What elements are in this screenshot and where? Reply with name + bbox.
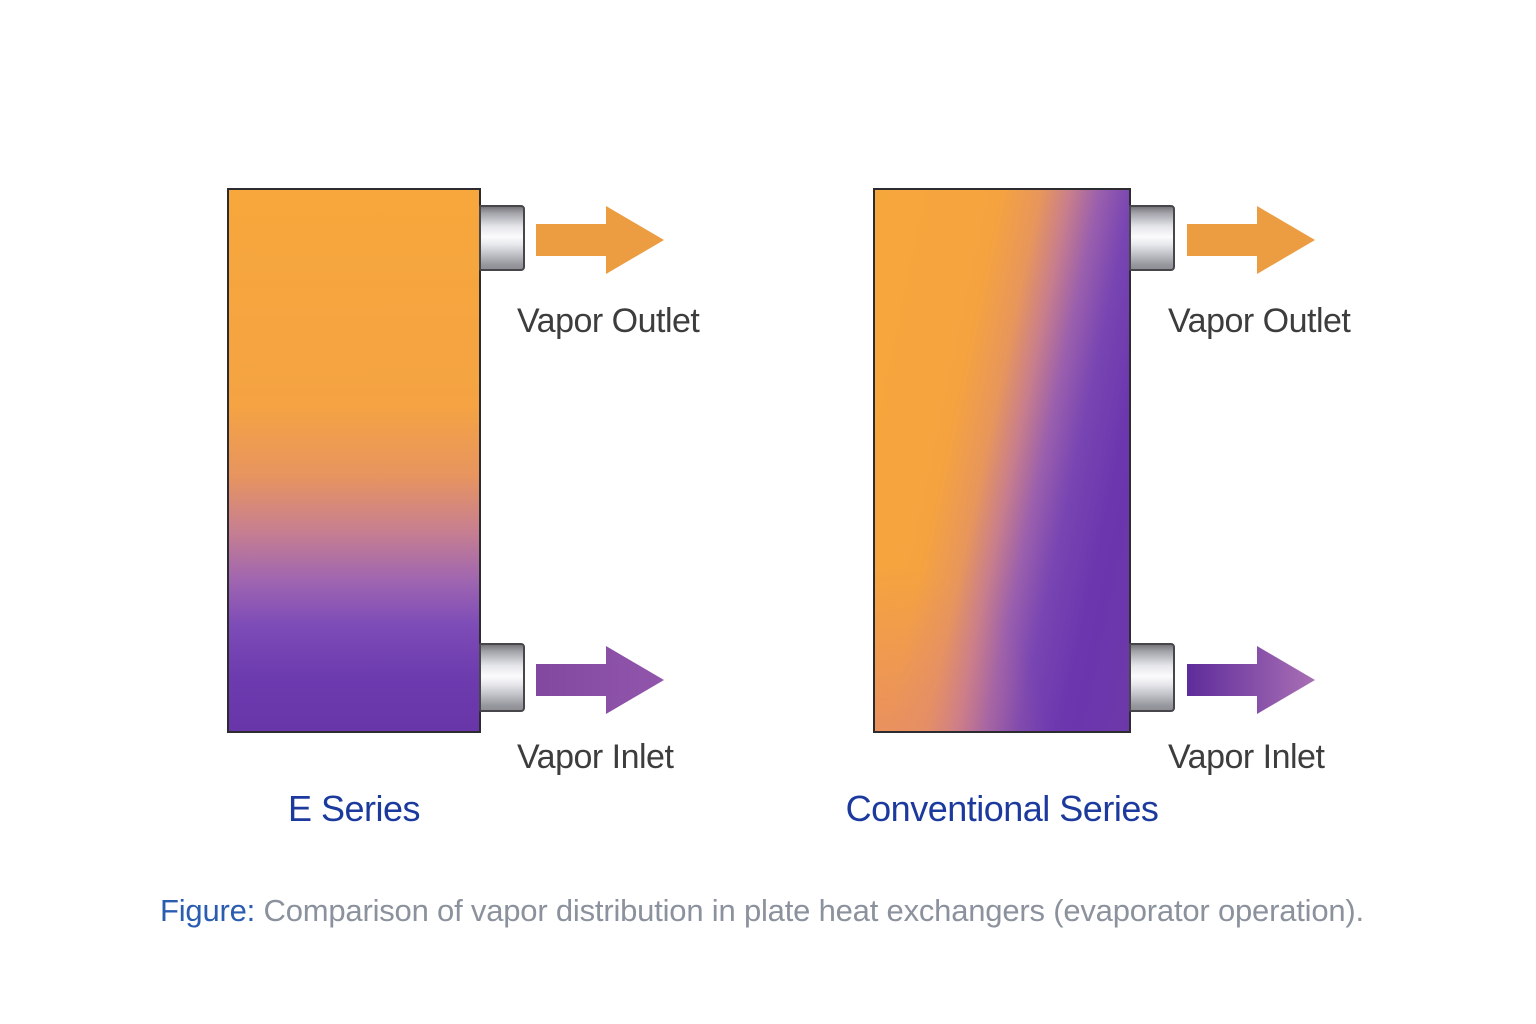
e-series-vapor-outlet-label: Vapor Outlet [517,302,700,340]
conventional-vapor-outlet-label: Vapor Outlet [1168,302,1351,340]
conventional-vapor-inlet-label: Vapor Inlet [1168,738,1325,776]
conventional-vapor-outlet-arrow-icon [1187,206,1315,274]
conventional-vapor-inlet-arrow-icon [1187,646,1315,714]
e-series-outlet-port [479,205,525,271]
e-series-vapor-inlet-arrow-icon [536,646,664,714]
e-series-vapor-outlet-arrow-icon [536,206,664,274]
conventional-series-plate [873,188,1131,733]
e-series-vapor-inlet-label: Vapor Inlet [517,738,674,776]
conventional-inlet-port [1129,643,1175,712]
figure-caption-prefix: Figure: [160,893,256,928]
e-series-inlet-port [479,643,525,712]
figure-caption-text: Comparison of vapor distribution in plat… [263,893,1365,928]
conventional-outlet-port [1129,205,1175,271]
e-series-plate [227,188,481,733]
figure-caption: Figure: Comparison of vapor distribution… [160,888,1385,934]
conventional-series-title: Conventional Series [845,788,1159,829]
e-series-title: E Series [287,788,421,829]
